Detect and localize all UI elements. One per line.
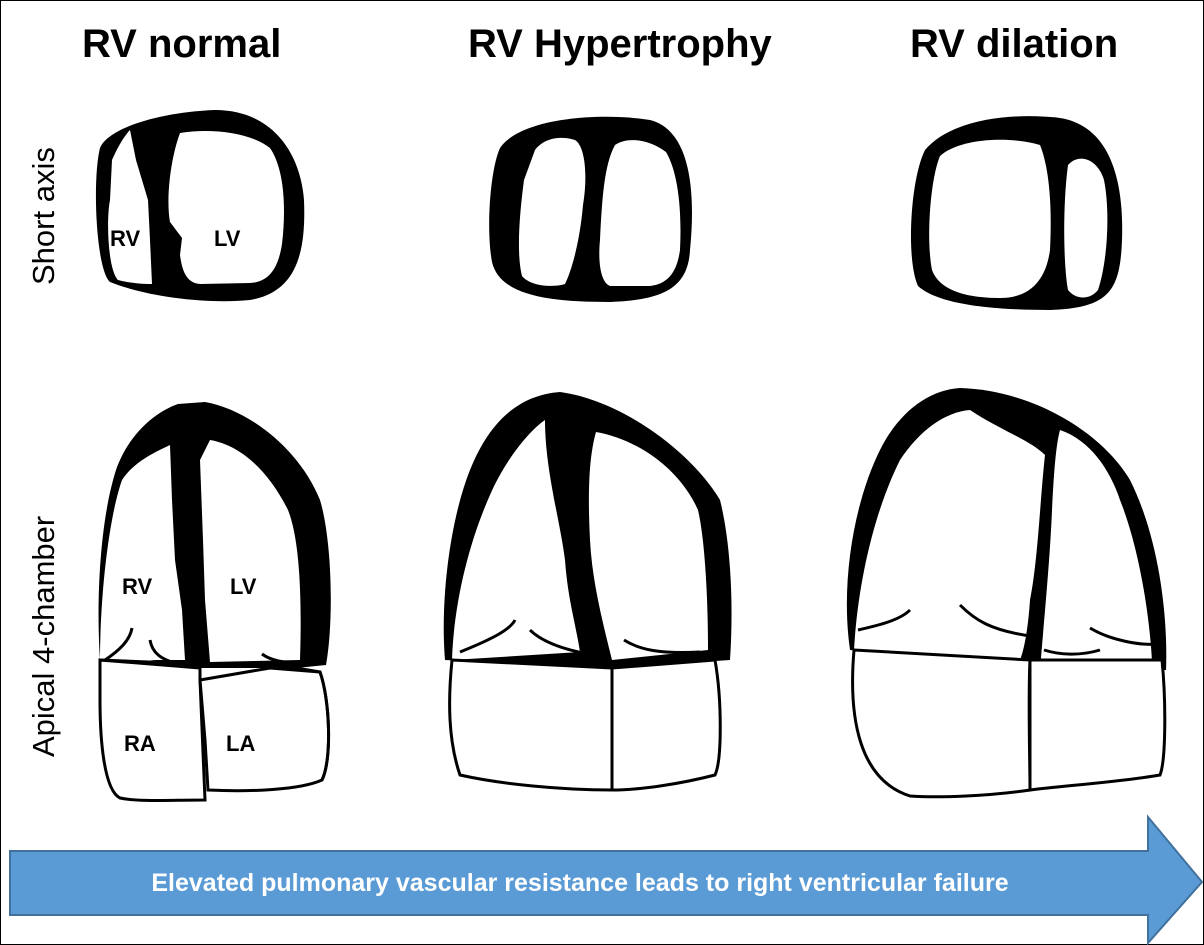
short-axis-dilation xyxy=(911,116,1122,310)
apical-hypertrophy xyxy=(444,392,732,790)
label-rv-short-axis: RV xyxy=(110,226,140,252)
short-axis-hypertrophy xyxy=(489,117,692,302)
label-ra-apical: RA xyxy=(124,731,156,757)
label-lv-short-axis: LV xyxy=(214,226,240,252)
arrow-caption: Elevated pulmonary vascular resistance l… xyxy=(0,850,1160,916)
short-axis-normal xyxy=(96,110,304,301)
apical-dilation xyxy=(847,388,1166,797)
label-lv-apical: LV xyxy=(230,574,256,600)
label-rv-apical: RV xyxy=(122,574,152,600)
label-la-apical: LA xyxy=(226,731,255,757)
